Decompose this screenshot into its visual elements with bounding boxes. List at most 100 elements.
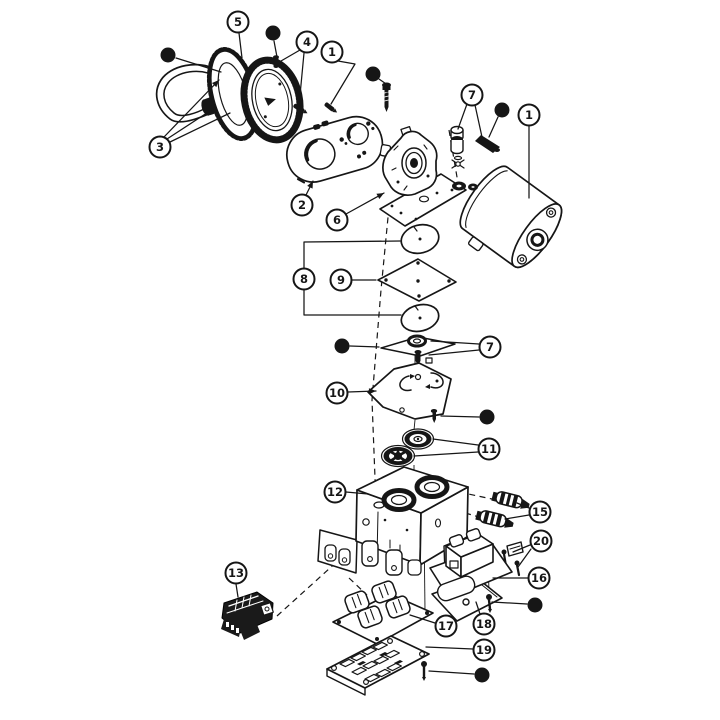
callout-leader-line [235,583,239,598]
part-wiring-connector [221,591,274,640]
part-separator-plate [377,258,457,302]
callout-number: 7 [486,340,494,354]
fastener-dot-callout [365,66,381,82]
callout-number: 18 [476,617,492,631]
callout-leader-line [409,614,436,624]
callout-leader-line [238,32,243,59]
callout-leader-line [474,104,483,138]
callout-leader-line [512,544,531,553]
callout-number: 1 [525,108,533,122]
callout-balloon [517,103,541,127]
leader-arrowhead [307,181,313,189]
callout-number: 6 [333,213,341,227]
callout-number: 20 [533,534,549,548]
callout-number: 12 [327,485,343,499]
part-seal-discs [400,223,440,333]
callout-leader-line [175,57,222,73]
leader-arrowhead [211,80,219,88]
leader-arrowhead [376,193,384,200]
part-valve-body-plate [326,635,430,696]
callout-leader-line [378,78,390,93]
callout-balloon [325,208,349,232]
callout-number: 2 [298,198,306,212]
part-gear-housing [379,126,467,227]
callout-balloon [329,268,353,292]
retaining-pin [475,135,500,153]
solenoid-coil [344,590,370,614]
callout-balloon [325,381,349,405]
callout-balloon [434,614,458,638]
block-tab [407,559,422,576]
callout-balloon [290,193,314,217]
part-adapter-plate [367,357,452,420]
part-pump-rotors [380,428,435,468]
gear-bolt [293,103,308,114]
gear-pin [273,55,279,68]
poppet-valve [451,155,465,169]
callout-balloon [529,529,553,553]
part-check-valve-set [450,125,500,191]
block-foot [361,540,379,567]
callout-leader-line [166,106,217,140]
callout-number: 3 [156,140,164,154]
dashed-centerline [448,129,459,184]
solenoid-coil [371,580,397,604]
callout-leader-line [430,340,480,345]
callout-leader-line [169,112,231,143]
callout-leader-line [440,415,480,418]
callout-number: 16 [531,571,547,585]
callout-leader-line [425,646,474,650]
dashed-centerline [371,206,390,505]
part-pump-motor [459,165,563,269]
callout-balloon [477,437,501,461]
mounting-screw-small [324,102,338,113]
adapter-plate-screw [430,409,438,423]
relay-bracket-screw [486,594,492,613]
callout-leader-line [413,451,479,457]
callout-leader-line [303,289,402,316]
callout-balloon [472,638,496,662]
callout-balloon [323,480,347,504]
callout-number: 17 [438,619,454,633]
bore-seal-ring-right [414,475,450,499]
callout-leader-line [516,502,530,509]
fastener-dot-callout [160,47,176,63]
fastener-dot-callout [265,25,281,41]
part-sensor-valves [475,491,530,528]
callout-leader-line [303,240,401,269]
part-drive-gear [240,55,308,144]
callout-leader-line [491,601,528,605]
callout-number: 5 [234,15,242,29]
callout-leader-line [432,438,479,446]
callout-balloon [226,10,250,34]
bore-seal-ring-left [381,488,417,512]
callout-number: 4 [303,35,311,49]
callout-balloon [527,566,551,590]
part-solenoid-block [332,580,434,645]
callout-balloon [148,135,172,159]
part-modulator-block [317,466,469,576]
callout-balloon [295,30,319,54]
callout-leader-line [273,40,278,58]
callout-balloon [224,561,248,585]
callout-leader-line [349,345,380,348]
fastener-dot-callout [334,338,350,354]
fastener-dot-callout [494,102,510,118]
fastener-dot-callout [479,409,495,425]
callout-number: 8 [300,272,308,286]
callout-leader-line [345,192,385,215]
callout-number: 9 [337,273,345,287]
fastener-dot-callout [527,597,543,613]
callout-number: 11 [481,442,497,456]
relay-box [445,528,494,578]
callout-leader-line [163,79,220,138]
block-foot [385,549,403,576]
callout-leader-line [504,514,530,520]
assembly-line [413,419,416,431]
callout-leader-line [330,60,356,105]
valve-plate-screw [421,661,427,681]
solenoid-coil [385,595,411,619]
